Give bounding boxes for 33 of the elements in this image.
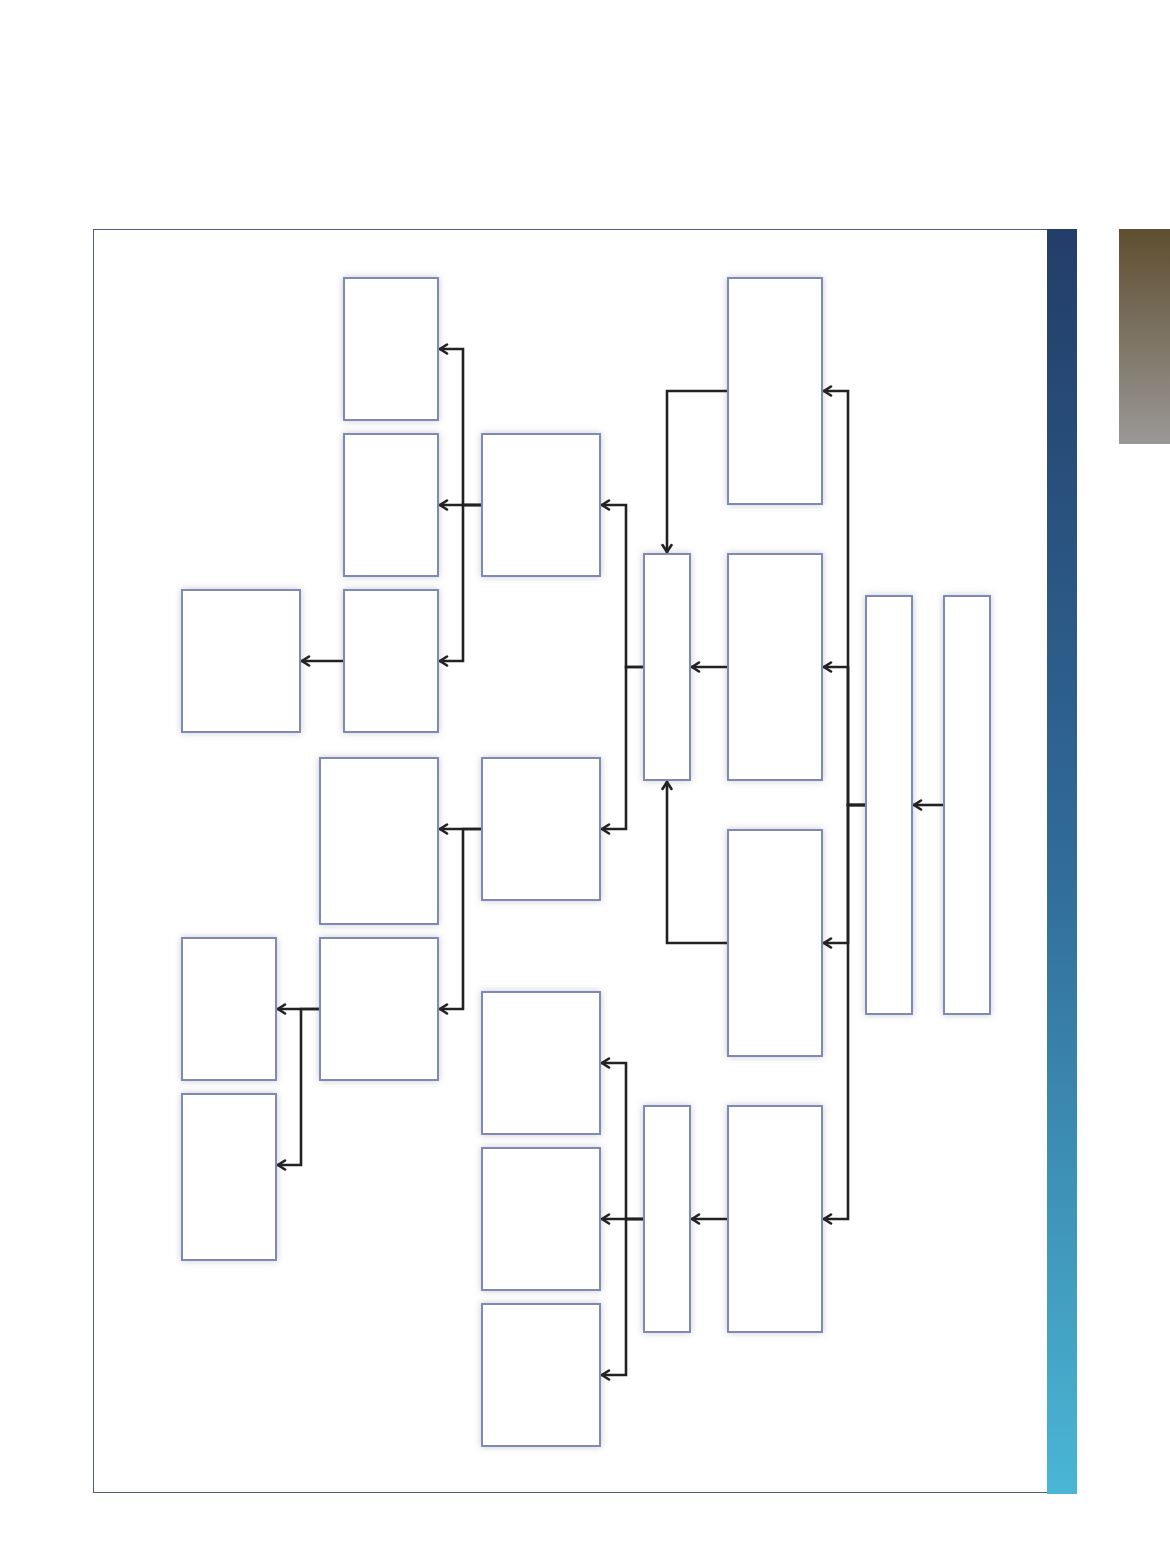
empty-box bbox=[643, 1105, 691, 1333]
arrow bbox=[300, 655, 343, 667]
arrow bbox=[600, 665, 643, 835]
empty-box bbox=[727, 1105, 823, 1333]
empty-box bbox=[343, 433, 439, 577]
empty-box bbox=[481, 1147, 601, 1291]
arrow bbox=[822, 803, 865, 1225]
arrow bbox=[661, 389, 727, 554]
arrow bbox=[276, 1007, 319, 1171]
empty-box bbox=[727, 277, 823, 505]
empty-box bbox=[181, 937, 277, 1081]
empty-box bbox=[727, 829, 823, 1057]
empty-box bbox=[319, 757, 439, 925]
arrow bbox=[661, 780, 727, 945]
arrow bbox=[438, 503, 481, 667]
empty-box bbox=[181, 589, 301, 733]
empty-box bbox=[481, 757, 601, 901]
empty-box bbox=[343, 589, 439, 733]
empty-box bbox=[727, 553, 823, 781]
empty-box bbox=[481, 991, 601, 1135]
empty-box bbox=[943, 595, 991, 1015]
arrow bbox=[912, 799, 943, 811]
empty-box bbox=[319, 937, 439, 1081]
empty-box bbox=[481, 433, 601, 577]
empty-box bbox=[481, 1303, 601, 1447]
empty-box bbox=[181, 1093, 277, 1261]
empty-box bbox=[343, 277, 439, 421]
empty-box bbox=[643, 553, 691, 781]
arrow bbox=[690, 661, 727, 673]
empty-box bbox=[865, 595, 913, 1015]
arrow bbox=[600, 1217, 643, 1381]
arrow bbox=[438, 827, 481, 1015]
arrow bbox=[690, 1213, 727, 1225]
